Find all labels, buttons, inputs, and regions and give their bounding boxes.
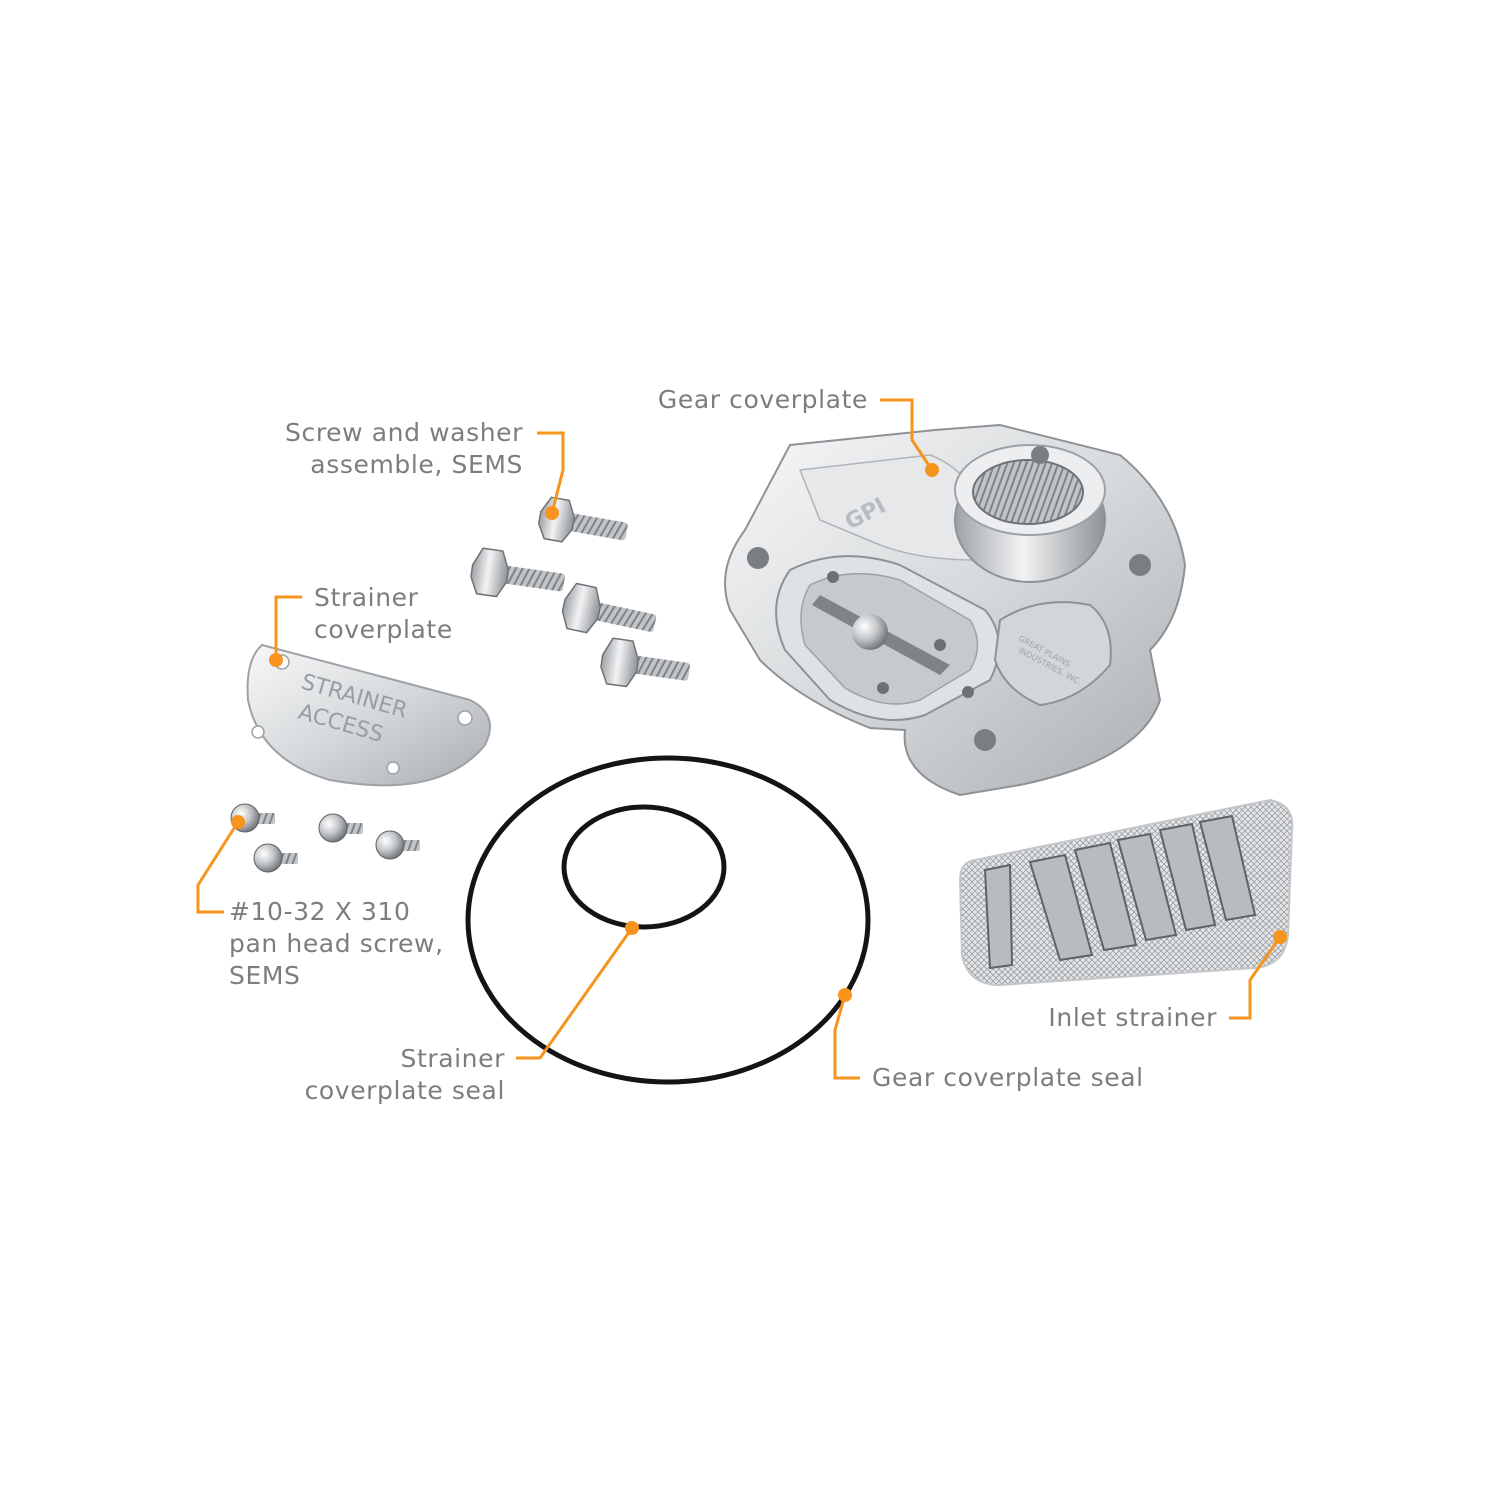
inlet-strainer-leader <box>1229 936 1282 1020</box>
large-o-ring-icon <box>465 755 871 1085</box>
gear-coverplate-label-text: Gear coverplate <box>657 385 868 414</box>
screw-washer-dot <box>545 506 559 520</box>
strainer-coverplate-label: Strainer coverplate <box>314 582 453 646</box>
inlet-strainer-label-text: Inlet strainer <box>1048 1003 1217 1032</box>
screw-washer-label-line2: assemble, SEMS <box>310 450 523 479</box>
screw-washer-label-line1: Screw and washer <box>285 418 523 447</box>
strainer-coverplate-label-line1: Strainer <box>314 583 419 612</box>
strainer-coverplate-leader <box>274 595 302 660</box>
inlet-strainer-dot <box>1273 930 1287 944</box>
pan-head-screw-label-line3: SEMS <box>229 961 301 990</box>
strainer-seal-leader <box>516 927 634 1060</box>
strainer-seal-dot <box>625 921 639 935</box>
pan-head-screw-label: #10-32 X 310 pan head screw, SEMS <box>229 896 444 992</box>
strainer-coverplate-icon: STRAINER ACCESS <box>246 643 491 787</box>
pan-head-screw-label-line1: #10-32 X 310 <box>229 897 411 926</box>
pan-head-screw-dot <box>231 815 245 829</box>
gear-coverplate-icon: GPI GREAT PLAINS INDUSTRIES, INC. <box>724 423 1187 797</box>
strainer-coverplate-dot <box>269 653 283 667</box>
gear-coverplate-leader <box>880 398 934 471</box>
screw-washer-leader <box>537 431 565 514</box>
inlet-strainer-label: Inlet strainer <box>1048 1002 1217 1034</box>
gear-seal-dot <box>838 988 852 1002</box>
pan-head-screw-label-line2: pan head screw, <box>229 929 444 958</box>
pan-head-screw-leader <box>196 821 240 914</box>
gear-seal-label: Gear coverplate seal <box>872 1062 1144 1094</box>
pan-head-screw-icon <box>230 803 420 873</box>
gear-coverplate-dot <box>925 463 939 477</box>
strainer-coverplate-label-line2: coverplate <box>314 615 453 644</box>
gear-seal-leader <box>833 994 860 1080</box>
hex-bolt-icon <box>470 496 690 688</box>
screw-washer-label: Screw and washer assemble, SEMS <box>285 417 523 481</box>
strainer-seal-label-line1: Strainer <box>400 1044 505 1073</box>
small-o-ring-icon <box>561 804 727 930</box>
gear-seal-label-text: Gear coverplate seal <box>872 1063 1144 1092</box>
gear-coverplate-label: Gear coverplate <box>658 384 868 416</box>
callout-lines <box>196 398 1282 1080</box>
callout-dots <box>231 463 1287 1002</box>
mesh-strainer-icon <box>958 798 1294 987</box>
strainer-seal-label-line2: coverplate seal <box>304 1076 505 1105</box>
strainer-seal-label: Strainer coverplate seal <box>305 1043 505 1107</box>
